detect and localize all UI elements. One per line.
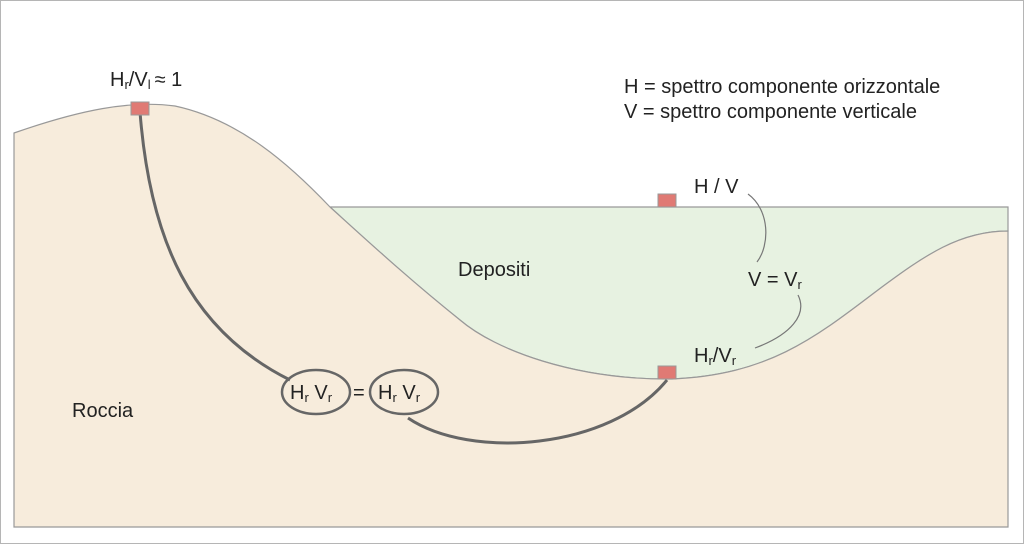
station-marker-bottom xyxy=(657,365,677,380)
station-marker-rock xyxy=(130,101,150,116)
equality-right-label: Hr Vr xyxy=(378,382,421,405)
basin-bottom-ratio-label: Hr/Vr xyxy=(694,345,737,368)
rock-region xyxy=(13,103,1009,528)
equality-sign: = xyxy=(353,382,365,404)
surface-ratio-label: H / V xyxy=(694,176,739,198)
legend-v-definition: V = spettro componente verticale xyxy=(624,101,917,123)
equality-oval-left xyxy=(280,368,352,416)
deposits-label: Depositi xyxy=(458,259,530,281)
legend-h-definition: H = spettro componente orizzontale xyxy=(624,76,940,98)
connector-surface-middle xyxy=(747,193,767,263)
rock-site-ratio-label: Hr/Vl≈ 1 xyxy=(110,69,182,92)
station-marker-surface xyxy=(657,193,677,208)
ray-path-rock xyxy=(138,111,291,382)
ray-path-basin xyxy=(407,379,669,445)
connector-middle-bottom xyxy=(754,294,802,349)
vertical-equality-label: V = Vr xyxy=(748,269,802,292)
equality-left-label: Hr Vr xyxy=(290,382,333,405)
rock-label: Roccia xyxy=(72,400,134,422)
equality-oval-right xyxy=(368,368,440,416)
